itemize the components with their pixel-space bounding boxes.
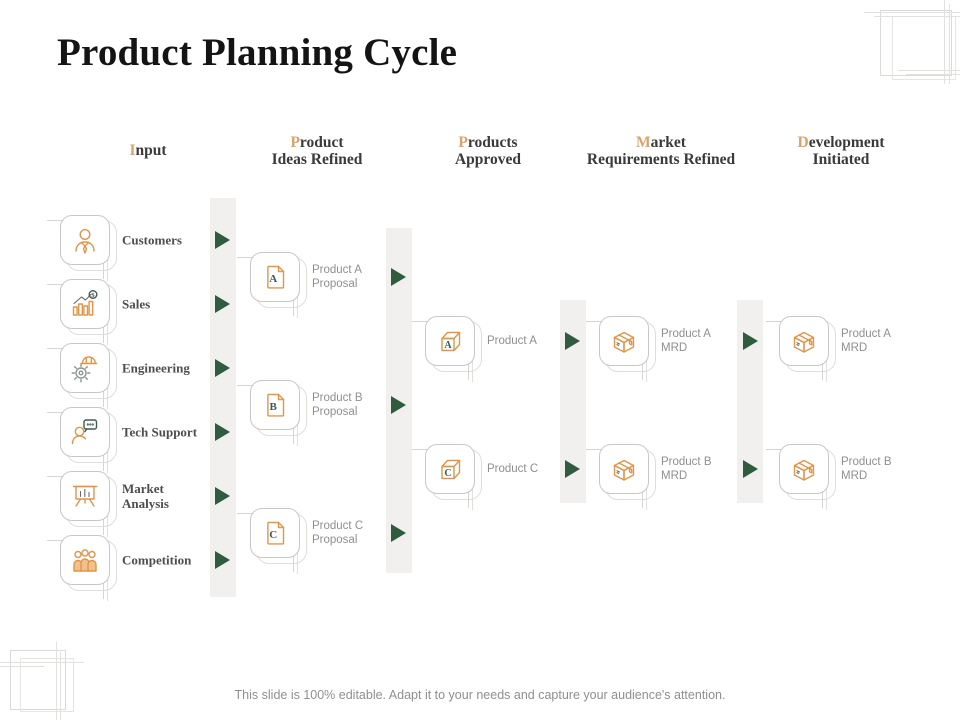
svg-text:B: B [270, 401, 278, 413]
input-item-label: Customers [122, 232, 182, 248]
cube-icon: C [412, 444, 482, 510]
approved-item: C Product C [412, 444, 585, 510]
svg-text:C: C [444, 468, 451, 479]
slide-title: Product Planning Cycle [57, 31, 458, 74]
flow-arrow-icon [391, 268, 406, 286]
svg-text:C: C [269, 529, 277, 541]
document-c-icon: C [237, 508, 307, 574]
input-item-label: Sales [122, 296, 151, 312]
column-header-product-ideas: Product Ideas Refined [271, 133, 363, 169]
flow-arrow-icon [391, 396, 406, 414]
mrd-item: Product A MRD [586, 316, 764, 382]
proposal-item-label: Product C Proposal [312, 520, 364, 546]
column-header-market-requirements: Market Requirements Refined [586, 133, 736, 169]
document-a-icon: A [237, 252, 307, 318]
svg-text:A: A [444, 340, 452, 351]
mrd-item: Product B MRD [586, 444, 764, 510]
competition-icon [47, 535, 117, 601]
input-item: Customers [47, 215, 235, 281]
flow-arrow-icon [215, 359, 230, 377]
column-header-input: Input [129, 142, 167, 160]
footer-note: This slide is 100% editable. Adapt it to… [234, 688, 726, 702]
stage-divider-bar [210, 198, 236, 597]
package-icon [766, 316, 836, 382]
flow-arrow-icon [565, 460, 580, 478]
flow-arrow-icon [743, 332, 758, 350]
approved-item-label: Product A [487, 335, 537, 347]
package-icon [586, 444, 656, 510]
input-item-label: Engineering [122, 360, 190, 376]
engineering-icon [47, 343, 117, 409]
flow-arrow-icon [565, 332, 580, 350]
document-b-icon: B [237, 380, 307, 446]
customers-icon [47, 215, 117, 281]
input-item: Competition [47, 535, 235, 601]
package-icon [586, 316, 656, 382]
development-item: Product B MRD [766, 444, 929, 510]
approved-item: A Product A [412, 316, 585, 382]
mrd-item-label: Product A MRD [661, 328, 711, 354]
cube-icon: A [412, 316, 482, 382]
input-item: $ Sales [47, 279, 235, 345]
flow-arrow-icon [215, 231, 230, 249]
market-analysis-icon [47, 471, 117, 537]
input-item-label: Competition [122, 552, 192, 568]
proposal-item: B Product B Proposal [237, 380, 410, 446]
svg-text:$: $ [91, 292, 95, 299]
input-item-label: Market Analysis [122, 481, 169, 511]
input-item: Market Analysis [47, 471, 235, 537]
input-item: Tech Support [47, 407, 235, 473]
flow-arrow-icon [743, 460, 758, 478]
input-item-label: Tech Support [122, 424, 198, 440]
development-item-label: Product A MRD [841, 328, 891, 354]
flow-arrow-icon [391, 524, 406, 542]
proposal-item: C Product C Proposal [237, 508, 410, 574]
approved-item-label: Product C [487, 463, 539, 475]
flow-arrow-icon [215, 551, 230, 569]
proposal-item-label: Product A Proposal [312, 264, 362, 290]
column-header-development: Development Initiated [797, 133, 885, 169]
column-header-products-approved: Products Approved [454, 133, 522, 169]
mrd-item-label: Product B MRD [661, 456, 712, 482]
development-item: Product A MRD [766, 316, 929, 382]
flow-arrow-icon [215, 295, 230, 313]
flow-arrow-icon [215, 423, 230, 441]
proposal-item-label: Product B Proposal [312, 392, 363, 418]
sales-icon: $ [47, 279, 117, 345]
package-icon [766, 444, 836, 510]
input-item: Engineering [47, 343, 235, 409]
svg-text:A: A [269, 273, 277, 285]
flow-arrow-icon [215, 487, 230, 505]
tech-support-icon [47, 407, 117, 473]
development-item-label: Product B MRD [841, 456, 892, 482]
proposal-item: A Product A Proposal [237, 252, 410, 318]
